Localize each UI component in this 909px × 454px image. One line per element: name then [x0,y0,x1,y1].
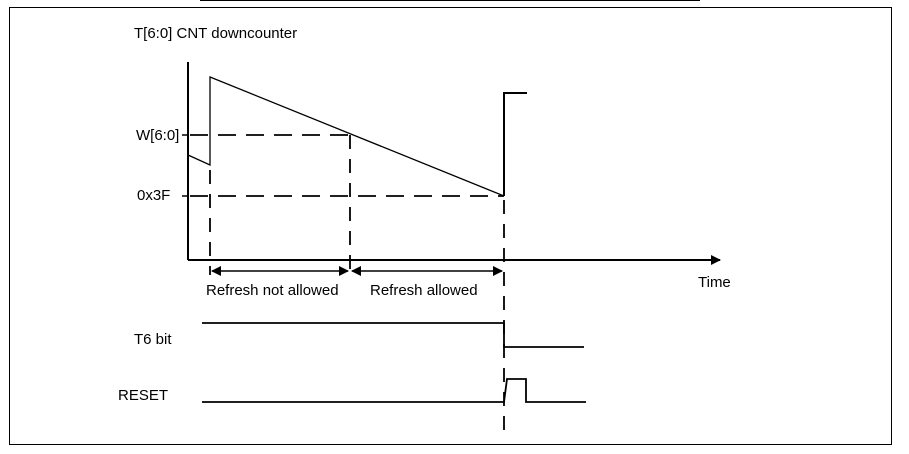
t6-bit-waveform [202,322,584,348]
threshold-label: 0x3F [137,187,170,204]
refresh-not-allowed-label: Refresh not allowed [206,282,339,299]
reset-label: RESET [118,387,168,404]
window-label: W[6:0] [136,127,179,144]
figure-frame [9,7,892,445]
time-label: Time [698,274,731,291]
counter-label: T[6:0] CNT downcounter [134,25,297,42]
counter-reload-rise [503,92,527,196]
refresh-allowed-label: Refresh allowed [370,282,478,299]
t6-bit-label: T6 bit [134,331,172,348]
reset-waveform [202,378,586,403]
counter-waveform [187,76,505,197]
